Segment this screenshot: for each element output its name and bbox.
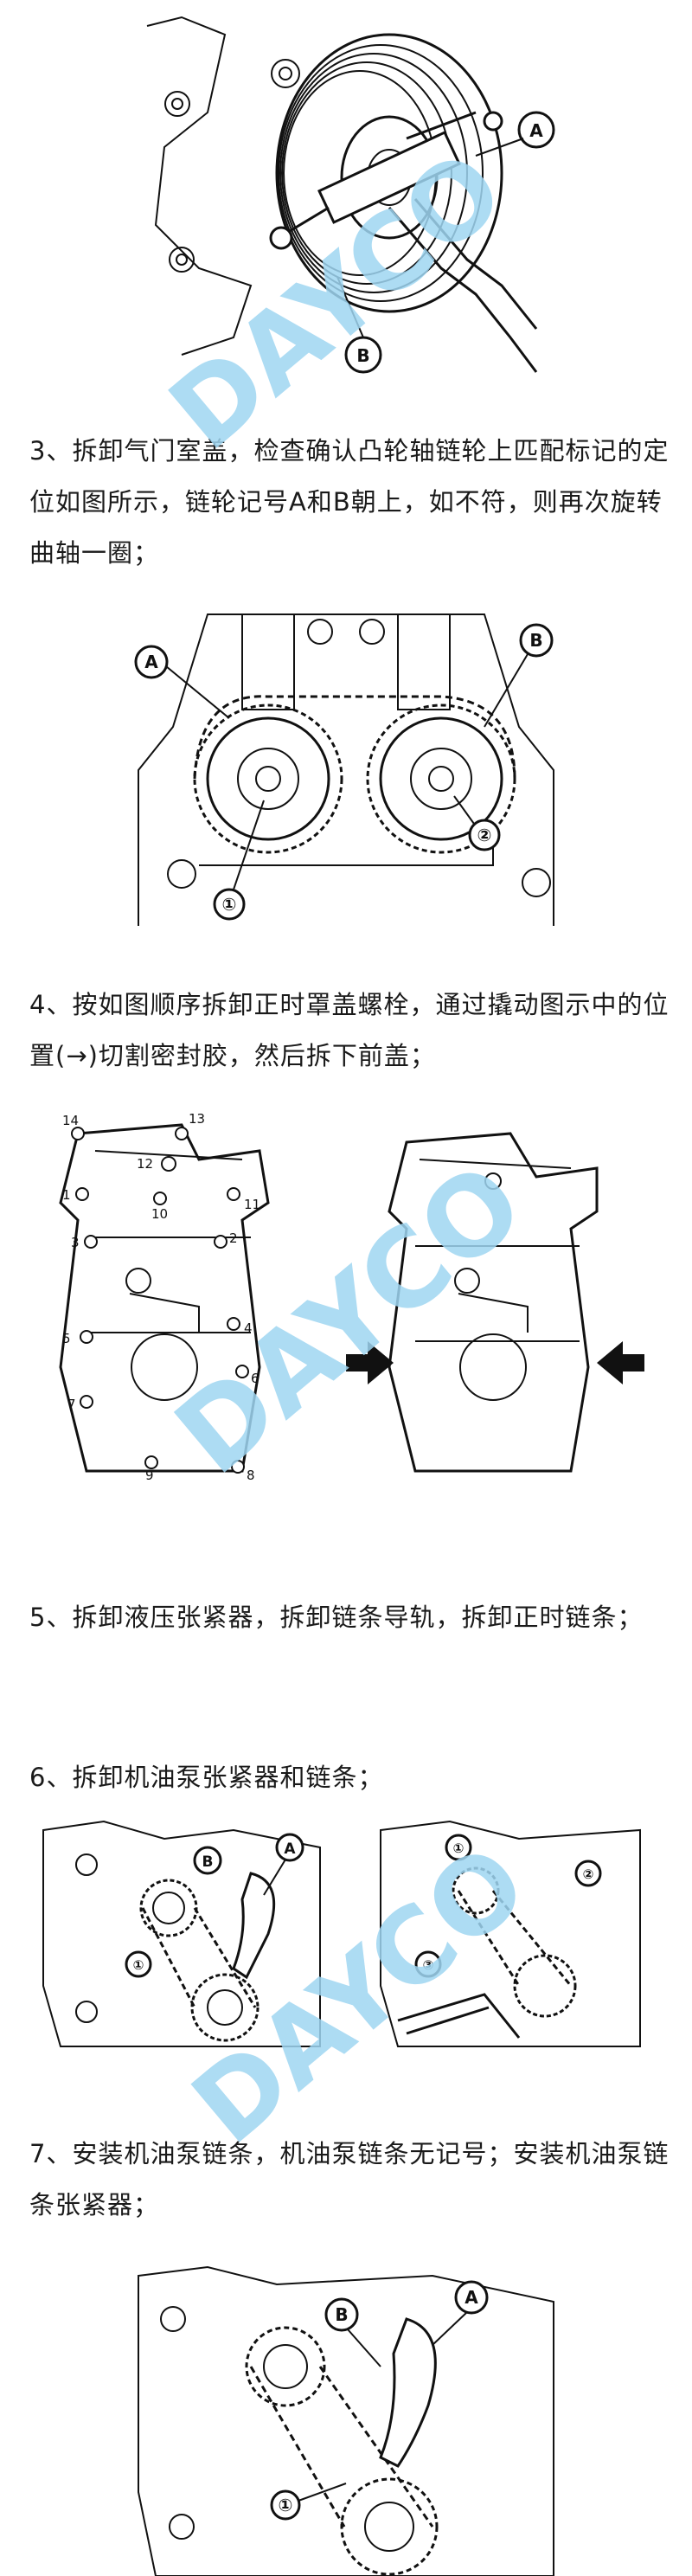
figure-pulley-puller: A B: [130, 9, 562, 381]
callout-2: ②: [477, 825, 492, 845]
callout-1: ①: [133, 1957, 144, 1973]
callout-a: A: [144, 652, 158, 672]
bolt-number-12: 12: [137, 1156, 153, 1172]
bolt-number-7: 7: [67, 1397, 76, 1412]
step-7-text: 7、安装机油泵链条，机油泵链条无记号；安装机油泵链条张紧器；: [29, 2139, 670, 2219]
arrow-left-icon: [597, 1341, 644, 1384]
callout-1: ①: [222, 894, 237, 915]
callout-3: ③: [423, 1957, 434, 1973]
callout-a: A: [284, 1840, 296, 1858]
figure-camshaft-sprockets: A B ① ②: [121, 597, 571, 926]
callout-a: A: [465, 2287, 478, 2308]
figure-oil-pump-install: B A ①: [121, 2250, 571, 2576]
bolt-number-14: 14: [62, 1113, 79, 1128]
bolt-number-1: 1: [62, 1187, 71, 1203]
step-5-text: 5、拆卸液压张紧器，拆卸链条导轨，拆卸正时链条；: [29, 1603, 644, 1632]
bolt-number-4: 4: [244, 1320, 253, 1336]
callout-b: B: [529, 630, 542, 651]
figure-oil-pump-removal: B A ① ① ② ③: [35, 1813, 657, 2055]
bolt-number-11: 11: [244, 1197, 260, 1212]
step-3-text: 3、拆卸气门室盖，检查确认凸轮轴链轮上匹配标记的定位如图所示，链轮记号A和B朝上…: [29, 436, 670, 568]
bolt-number-8: 8: [247, 1468, 255, 1480]
bolt-number-2: 2: [229, 1230, 238, 1246]
callout-b: B: [356, 345, 369, 366]
callout-2: ②: [583, 1866, 594, 1882]
bolt-number-6: 6: [251, 1371, 260, 1386]
callout-a-circle: [517, 111, 555, 149]
bolt-number-3: 3: [71, 1235, 80, 1250]
figure-timing-cover: 14 13 12 1 10 11 3 2 4 5 6 7 9 8: [26, 1108, 666, 1480]
step-6-text: 6、拆卸机油泵张紧器和链条；: [29, 1763, 384, 1792]
callout-1: ①: [279, 2495, 293, 2515]
bolt-number-10: 10: [151, 1206, 168, 1222]
bolt-number-13: 13: [189, 1111, 205, 1127]
step-4-text: 4、按如图顺序拆卸正时罩盖螺栓，通过撬动图示中的位置(→)切割密封胶，然后拆下前…: [29, 990, 670, 1070]
callout-b: B: [202, 1853, 214, 1871]
callout-1b: ①: [453, 1840, 465, 1856]
callout-b: B: [335, 2304, 348, 2325]
callout-a: A: [529, 120, 543, 141]
arrow-right-icon: [346, 1341, 394, 1384]
bolt-number-9: 9: [145, 1468, 154, 1480]
bolt-number-5: 5: [62, 1331, 71, 1346]
